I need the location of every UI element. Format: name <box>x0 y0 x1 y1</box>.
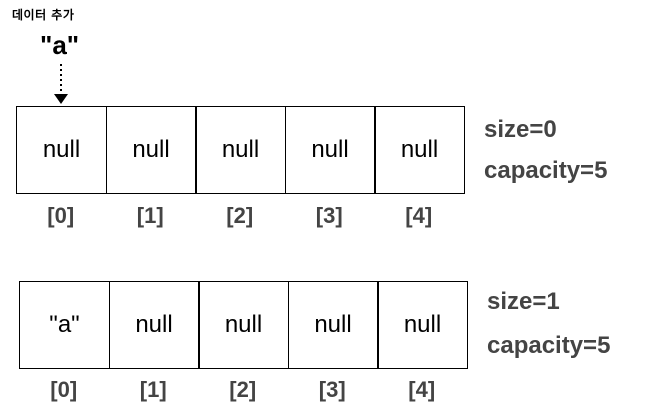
capacity-label-after: capacity=5 <box>487 332 611 359</box>
array-index: [2] <box>226 203 254 228</box>
size-label-before: size=0 <box>484 116 557 143</box>
array-cell: null <box>284 106 376 194</box>
array-index: [1] <box>136 203 164 228</box>
array-after: "a" null null null null <box>19 281 468 369</box>
index-row-after: [0] [1] [2] [3] [4] <box>19 377 467 403</box>
array-index: [3] <box>315 203 343 228</box>
array-cell: null <box>105 106 197 194</box>
array-cell: "a" <box>19 281 110 369</box>
index-row-before: [0] [1] [2] [3] [4] <box>16 203 464 229</box>
incoming-value: "a" <box>40 30 80 60</box>
array-cell: null <box>374 106 465 194</box>
array-index: [1] <box>139 377 167 402</box>
array-index: [2] <box>229 377 257 402</box>
array-cell: null <box>16 106 107 194</box>
array-index: [3] <box>318 377 346 402</box>
size-label-after: size=1 <box>487 288 560 315</box>
insert-arrow-icon <box>54 64 68 104</box>
array-cell: null <box>377 281 468 369</box>
array-cell: null <box>195 106 286 194</box>
array-index: [4] <box>405 203 433 228</box>
array-before: null null null null null <box>16 106 465 194</box>
capacity-label-before: capacity=5 <box>484 157 608 184</box>
array-cell: null <box>108 281 200 369</box>
caption: 데이터 추가 <box>12 8 75 22</box>
array-index: [4] <box>408 377 436 402</box>
array-cell: null <box>198 281 289 369</box>
array-index: [0] <box>47 203 75 228</box>
array-cell: null <box>287 281 379 369</box>
array-index: [0] <box>50 377 78 402</box>
